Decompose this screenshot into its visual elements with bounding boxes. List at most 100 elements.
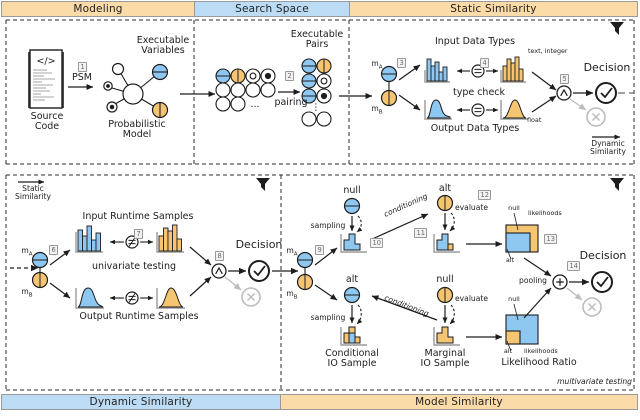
dynamic-similarity-link-label: Dynamic Similarity bbox=[590, 139, 626, 157]
static-module-pair bbox=[380, 65, 398, 107]
bottom-bar-model-label: Model Similarity bbox=[415, 396, 503, 408]
step-6-badge: 6 bbox=[49, 245, 59, 255]
static-similarity-link-label: Static Similarity bbox=[15, 184, 51, 202]
evaluate-label-bottom: evaluate bbox=[455, 294, 489, 303]
marginal-io-sample-label: Marginal IO Sample bbox=[420, 348, 470, 370]
static-type-check-bottom bbox=[456, 103, 499, 117]
likelihoods-label-top: likelihoods bbox=[528, 209, 562, 217]
step-10-badge: 10 bbox=[370, 238, 384, 248]
step-14-badge: 14 bbox=[567, 261, 581, 271]
model-alt-node-top bbox=[436, 194, 454, 212]
model-likelihood-box-top bbox=[505, 212, 539, 260]
univariate-testing-label: univariate testing bbox=[91, 261, 176, 272]
variables-ellipsis: ... bbox=[250, 99, 260, 110]
static-type-check-top bbox=[456, 64, 499, 78]
model-module-a-label: mA bbox=[286, 246, 298, 258]
bottom-bar-dynamic-similarity: Dynamic Similarity bbox=[1, 394, 281, 410]
static-output-density-orange bbox=[500, 99, 528, 120]
dynamic-univariate-test-bottom bbox=[109, 291, 154, 305]
model-marginal-io-sample-icon bbox=[433, 326, 460, 346]
model-evaluate-loop-bottom bbox=[449, 304, 456, 325]
likelihoods-label-bottom: likelihoods bbox=[524, 347, 558, 355]
multivariate-testing-label: multivariate testing bbox=[557, 377, 632, 386]
null-label-bottom: null bbox=[436, 274, 454, 285]
probabilistic-model-label: Probabilistic Model bbox=[108, 119, 166, 141]
step-9-badge: 9 bbox=[315, 245, 325, 255]
sampling-label-bottom: sampling bbox=[310, 313, 346, 322]
top-bar-modeling-label: Modeling bbox=[73, 3, 123, 15]
pairs-vdots: ⋮ bbox=[311, 102, 321, 113]
svg-text:</>: </> bbox=[36, 56, 55, 67]
null-box-label-bottom: null bbox=[508, 295, 520, 303]
model-sampling-loop-bottom bbox=[356, 304, 363, 325]
step-1-badge: 1 bbox=[78, 62, 88, 72]
type-check-label: type check bbox=[452, 87, 506, 98]
static-module-b-label: mB bbox=[371, 104, 383, 116]
model-module-pair bbox=[296, 251, 314, 291]
static-and-inputs bbox=[531, 71, 557, 113]
dynamic-decision-reject-icon bbox=[241, 287, 261, 307]
dynamic-and-gate-icon bbox=[211, 263, 227, 279]
sampling-label-top: sampling bbox=[310, 221, 346, 230]
step-3-badge: 3 bbox=[397, 58, 407, 68]
top-bar-search-space: Search Space bbox=[194, 1, 350, 17]
dynamic-decision-reject-arrow bbox=[224, 276, 242, 291]
float-label: float bbox=[527, 116, 542, 124]
model-conditioning-arrow-bottom bbox=[371, 295, 438, 321]
dynamic-split-arrows bbox=[49, 249, 71, 299]
top-bar-static-similarity-label: Static Similarity bbox=[450, 3, 537, 15]
model-evaluated-sample-icon-top bbox=[433, 233, 460, 253]
corner-flag-icons bbox=[256, 22, 624, 191]
model-module-b-label: mB bbox=[286, 289, 298, 301]
alt-label-bottom: alt bbox=[345, 274, 359, 285]
static-module-a-label: mA bbox=[371, 59, 383, 71]
alt-box-label-bottom: alt bbox=[503, 347, 513, 355]
executable-pairs-group bbox=[301, 58, 332, 127]
output-data-types-label: Output Data Types bbox=[430, 123, 520, 134]
source-code-icon: </> bbox=[28, 49, 64, 109]
alt-label-top: alt bbox=[438, 183, 452, 194]
dynamic-input-hist-orange bbox=[156, 224, 184, 253]
static-input-hist-orange bbox=[500, 56, 526, 83]
step-11-badge: 11 bbox=[414, 228, 428, 238]
top-bar-modeling: Modeling bbox=[1, 1, 195, 17]
dynamic-decision-label: Decision bbox=[235, 238, 283, 251]
input-data-types-label: Input Data Types bbox=[434, 36, 516, 47]
bottom-bar-dynamic-label: Dynamic Similarity bbox=[89, 396, 193, 408]
input-runtime-samples-label: Input Runtime Samples bbox=[82, 211, 194, 222]
panel-dividers bbox=[5, 19, 635, 391]
model-pooling-icon bbox=[552, 274, 568, 290]
executable-variables-pool bbox=[215, 68, 276, 112]
model-sampling-loop-top bbox=[356, 215, 363, 233]
model-decision-reject-arrow bbox=[566, 287, 583, 301]
step-4-badge: 4 bbox=[480, 58, 490, 68]
model-null-node-top bbox=[343, 197, 361, 215]
static-split-arrows bbox=[398, 64, 421, 111]
executable-variables-label: Executable Variables bbox=[136, 35, 190, 57]
null-box-label-top: null bbox=[508, 204, 520, 212]
dynamic-output-density-blue bbox=[75, 287, 104, 309]
source-code-label: Source Code bbox=[30, 111, 64, 133]
model-decision-reject-icon bbox=[582, 297, 602, 317]
executable-pairs-label: Executable Pairs bbox=[290, 29, 344, 51]
probabilistic-model-icon bbox=[103, 62, 169, 119]
static-output-density-blue bbox=[424, 99, 452, 120]
static-decision-reject-arrow bbox=[569, 98, 587, 111]
model-likelihood-box-bottom bbox=[505, 303, 539, 352]
model-conditioning-arrow-top bbox=[369, 213, 429, 241]
psm-label: PSM bbox=[72, 72, 92, 83]
top-bar-search-space-label: Search Space bbox=[235, 3, 309, 15]
model-split-arrows bbox=[314, 247, 338, 301]
step-5-badge: 5 bbox=[560, 74, 570, 84]
model-pooling-inputs bbox=[523, 257, 552, 319]
dynamic-output-density-orange bbox=[156, 287, 185, 309]
model-alt-node-bottom bbox=[343, 286, 361, 304]
dynamic-module-a-label: mA bbox=[21, 246, 33, 258]
step-13-badge: 13 bbox=[544, 234, 558, 244]
conditional-io-sample-label: Conditional IO Sample bbox=[325, 348, 379, 370]
dynamic-input-hist-blue bbox=[75, 225, 103, 253]
top-bar-static-similarity: Static Similarity bbox=[349, 1, 638, 17]
step-12-badge: 12 bbox=[478, 190, 492, 200]
model-evaluate-loop-top bbox=[449, 212, 456, 232]
